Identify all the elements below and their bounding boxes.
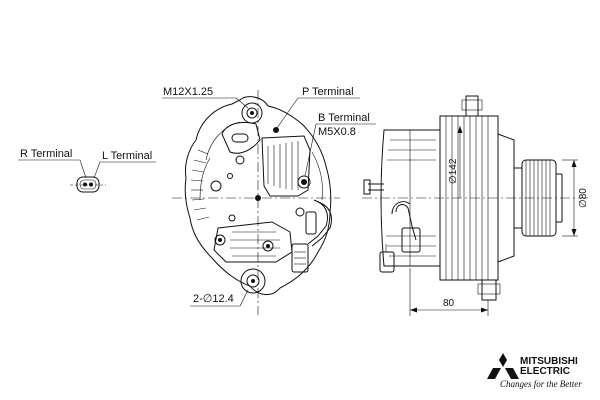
mitsubishi-logo: MITSUBISHI ELECTRIC Changes for the Bett… bbox=[487, 353, 582, 389]
three-diamonds-icon bbox=[487, 353, 519, 379]
connector-detail: R Terminal L Terminal bbox=[18, 148, 156, 193]
p-terminal-label: P Terminal bbox=[302, 86, 354, 98]
brand-name-line1: MITSUBISHI bbox=[520, 356, 578, 367]
mounting-holes-label: 2-∅12.4 bbox=[193, 293, 234, 305]
l-terminal-label: L Terminal bbox=[102, 150, 152, 162]
b-terminal-label: B Terminal bbox=[318, 112, 370, 124]
dia-142-label: ∅142 bbox=[448, 158, 459, 184]
m5-thread-label: M5X0.8 bbox=[318, 126, 356, 138]
length-80-label: 80 bbox=[443, 298, 455, 309]
m12-thread-label: M12X1.25 bbox=[163, 86, 213, 98]
front-view-labels: M12X1.25 P Terminal B Terminal M5X0.8 2-… bbox=[162, 86, 376, 307]
side-view-dimensions: ∅142 ∅80 80 bbox=[409, 126, 589, 316]
connector-icon bbox=[70, 176, 106, 193]
dia-80-label: ∅80 bbox=[578, 188, 589, 208]
r-terminal-label: R Terminal bbox=[20, 148, 72, 160]
side-view bbox=[362, 95, 588, 301]
brand-name-line2: ELECTRIC bbox=[520, 366, 570, 377]
brand-tagline: Changes for the Better bbox=[500, 379, 582, 389]
front-view bbox=[172, 90, 340, 315]
